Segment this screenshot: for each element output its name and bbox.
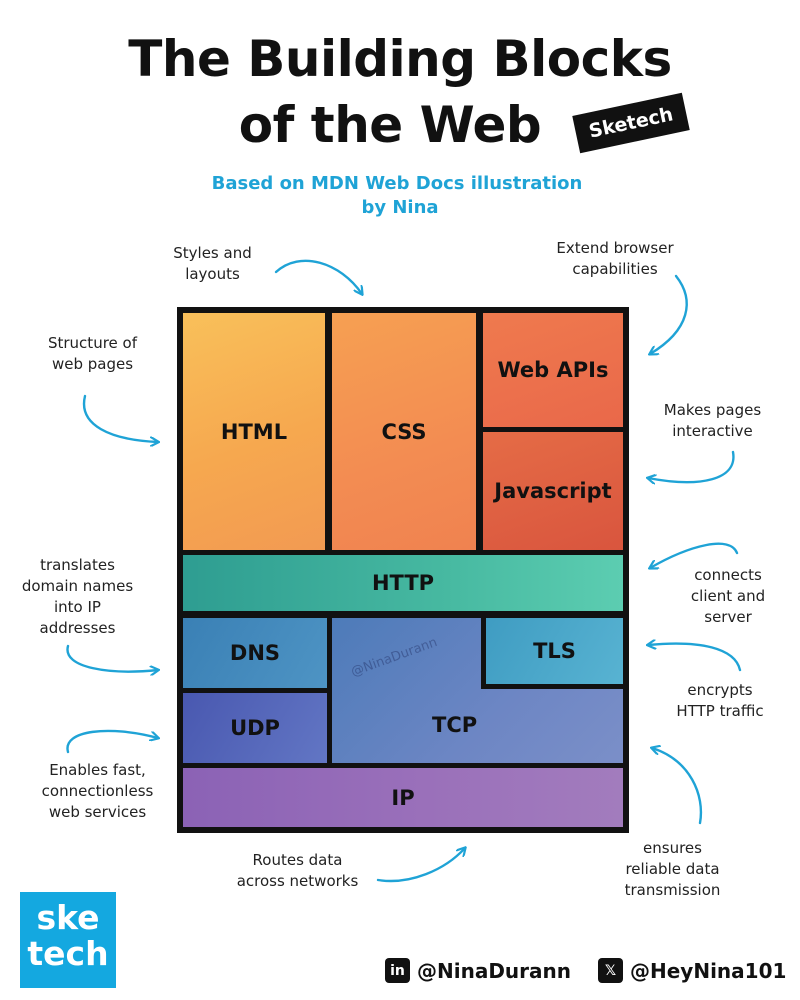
arrow-structure [82, 394, 158, 442]
arrow-tcp [652, 748, 703, 825]
x-handle[interactable]: 𝕏 @HeyNina101 [598, 958, 786, 983]
css-label: CSS [381, 419, 427, 444]
web-apis-block: Web APIs [483, 313, 623, 427]
arrow-ip [376, 848, 465, 883]
note-tcp: ensures reliable data transmission [624, 839, 721, 899]
logo-text-2: tech [27, 934, 109, 973]
tls-label: TLS [533, 639, 576, 663]
note-styles: Styles and layouts [173, 244, 252, 283]
sketech-logo: ske tech [20, 892, 116, 988]
web-apis-label: Web APIs [497, 358, 609, 382]
note-interactive: Makes pages interactive [663, 401, 762, 440]
linkedin-text: @NinaDurann [417, 958, 572, 983]
note-extend: Extend browser capabilities [556, 239, 674, 278]
arrow-tls [648, 644, 742, 672]
ip-block: IP [183, 768, 623, 827]
note-udp: Enables fast, connectionless web service… [41, 761, 154, 821]
x-icon: 𝕏 [598, 958, 623, 983]
css-block: CSS [332, 313, 476, 550]
ip-label: IP [391, 785, 415, 810]
note-ip: Routes data across networks [236, 851, 359, 890]
dns-block: DNS [183, 618, 327, 688]
html-label: HTML [220, 419, 288, 444]
tcp-label: TCP [432, 713, 478, 737]
subtitle-line-2: by Nina [361, 197, 439, 218]
arrow-udp [66, 729, 158, 754]
http-block: HTTP [183, 555, 623, 611]
arrow-dns [66, 644, 158, 672]
title-line-1: The Building Blocks [128, 30, 672, 88]
note-tls: encrypts HTTP traffic [676, 681, 764, 720]
subtitle-line-1: Based on MDN Web Docs illustration [211, 173, 583, 194]
note-dns: translates domain names into IP addresse… [21, 556, 134, 637]
javascript-block: Javascript [483, 432, 623, 550]
arrow-interactive [648, 450, 735, 482]
title-line-2: of the Web [238, 96, 542, 154]
dns-label: DNS [229, 641, 281, 665]
html-block: HTML [183, 313, 325, 550]
udp-label: UDP [230, 716, 280, 740]
udp-block: UDP [183, 693, 327, 763]
note-structure: Structure of web pages [47, 334, 137, 373]
logo-text-1: ske [36, 898, 100, 937]
x-text: @HeyNina101 [630, 958, 787, 983]
http-label: HTTP [371, 571, 435, 595]
linkedin-handle[interactable]: in @NinaDurann [385, 958, 571, 983]
note-http: connects client and server [690, 566, 766, 626]
arrow-extend [650, 274, 688, 354]
tls-block: TLS [481, 618, 623, 689]
linkedin-icon: in [385, 958, 410, 983]
arrow-styles [274, 259, 362, 294]
web-stack-diagram: HTML CSS Web APIs Javascript HTTP DNS UD… [177, 307, 629, 833]
javascript-label: Javascript [494, 479, 612, 503]
